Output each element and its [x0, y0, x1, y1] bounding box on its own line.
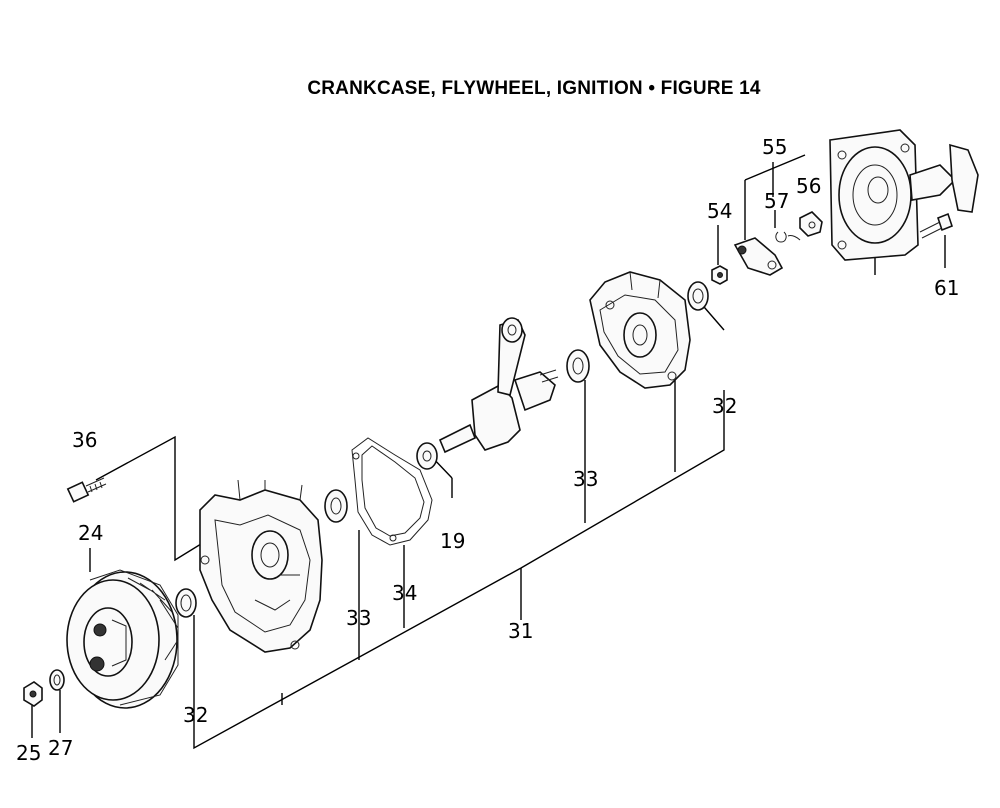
callout-32-left: 32 [183, 703, 208, 727]
starter-housing [829, 129, 979, 261]
nut-54 [711, 265, 728, 285]
callout-61: 61 [934, 276, 959, 300]
gasket-34 [351, 437, 433, 546]
callout-36: 36 [72, 428, 97, 452]
callout-33-right: 33 [573, 467, 598, 491]
callout-labels: 25 27 24 36 32 33 34 31 19 33 32 54 55 5… [16, 135, 959, 765]
figure-title: CRANKCASE, FLYWHEEL, IGNITION • FIGURE 1… [307, 78, 761, 99]
crankcase-left [199, 479, 323, 653]
nut-25 [23, 681, 43, 707]
callout-56: 56 [796, 174, 821, 198]
callout-55: 55 [762, 135, 787, 159]
crankcase-right [589, 271, 691, 389]
seal-33-left [324, 489, 348, 523]
callout-57: 57 [764, 189, 789, 213]
callout-54: 54 [707, 199, 732, 223]
ignition-module-55 [733, 237, 784, 276]
washer-19 [416, 442, 438, 470]
callout-19: 19 [440, 529, 465, 553]
bolt-36 [66, 477, 107, 503]
callout-31: 31 [508, 619, 533, 643]
seal-33-right [566, 349, 590, 383]
seal-32-right [687, 281, 709, 311]
callout-27: 27 [48, 736, 73, 760]
flywheel [66, 569, 179, 709]
crankshaft [438, 317, 559, 454]
callout-34: 34 [392, 581, 417, 605]
callout-32-right: 32 [712, 394, 737, 418]
clip-57 [775, 231, 801, 243]
connector-56 [799, 211, 823, 237]
callout-24: 24 [78, 521, 103, 545]
callout-25: 25 [16, 741, 41, 765]
callout-33-left: 33 [346, 606, 371, 630]
washer-27 [49, 669, 65, 691]
seal-32-left [175, 588, 197, 618]
